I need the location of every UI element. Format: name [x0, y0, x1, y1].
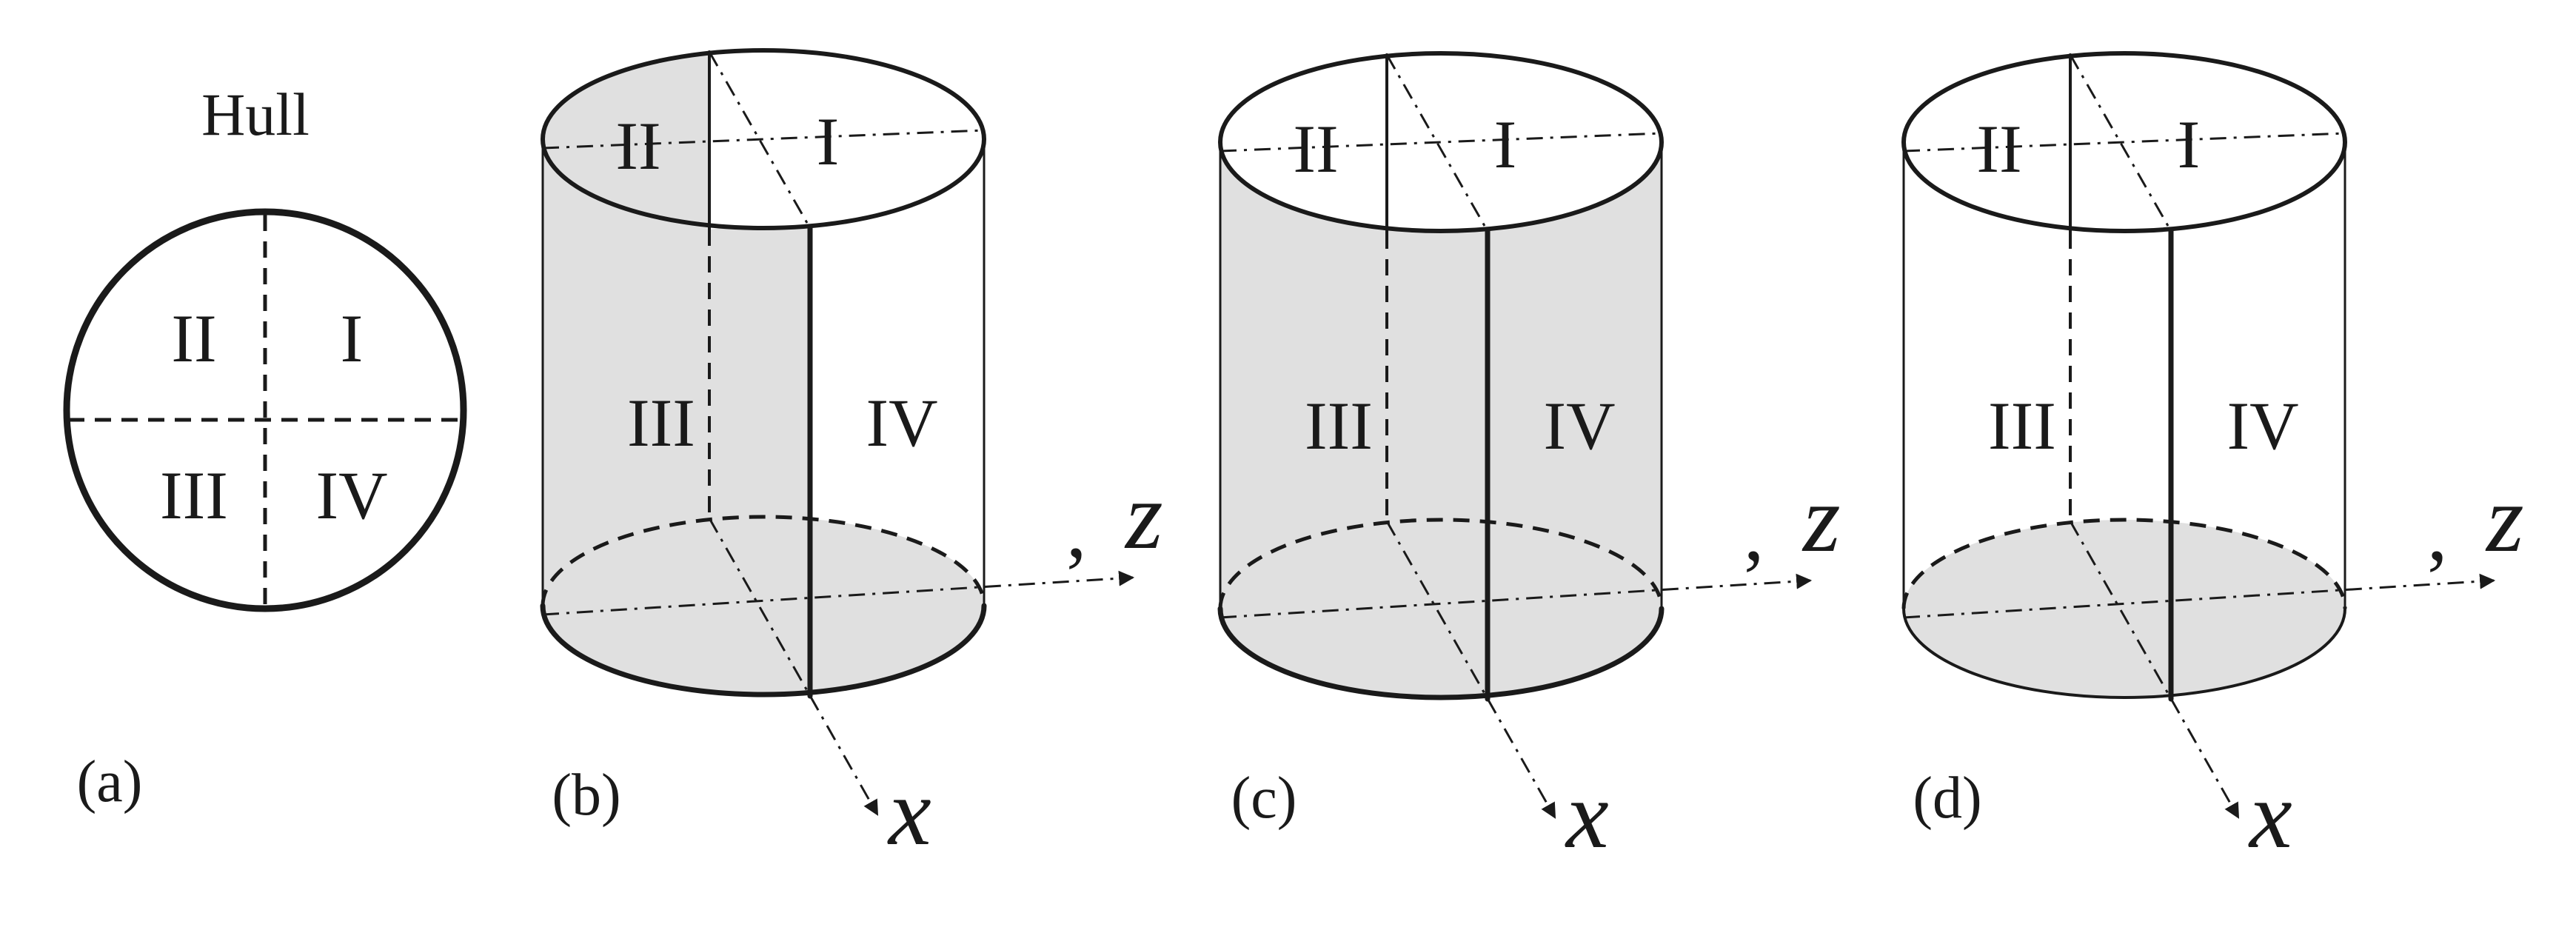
shaded-bottom — [1220, 520, 1662, 698]
quadrant-label-II: II — [1976, 111, 2021, 187]
panel-b: z , x II I III IV (b) — [540, 48, 1163, 866]
x-axis — [1385, 521, 1556, 819]
panel-c: z , x II I III IV (c) — [1217, 51, 1841, 869]
quadrant-label-IV: IV — [315, 458, 387, 533]
shaded-bottom — [543, 517, 984, 695]
x-axis-label: x — [887, 759, 931, 866]
x-axis — [2069, 521, 2240, 819]
quadrant-label-III: III — [1988, 388, 2056, 464]
panel-d: z , x II I III IV (d) — [1901, 51, 2524, 869]
top-ellipse — [1218, 51, 1664, 233]
z-axis-label: z — [1124, 463, 1163, 569]
top-axis-line — [542, 129, 985, 150]
shaded-bottom — [1904, 520, 2345, 698]
panel-label-b: (b) — [552, 763, 620, 828]
x-axis-label: x — [2248, 762, 2292, 869]
panel-label-d: (d) — [1913, 766, 1981, 831]
top-axis-line — [1903, 132, 2346, 153]
quadrant-label-IV: IV — [866, 385, 937, 461]
z-axis — [1220, 573, 1813, 619]
panel-label-c: (c) — [1231, 766, 1297, 831]
z-axis-prime: , — [2427, 487, 2448, 578]
z-axis — [1903, 573, 2496, 619]
z-axis — [542, 570, 1135, 616]
bottom-back-arc — [1218, 518, 1664, 609]
quadrant-label-IV: IV — [1543, 388, 1615, 464]
x-axis-label: x — [1565, 762, 1609, 869]
bottom-back-arc — [541, 515, 986, 606]
z-axis-prime: , — [1066, 484, 1087, 575]
quadrant-label-III: III — [160, 458, 228, 533]
z-axis-label: z — [1801, 466, 1841, 572]
bottom-front-arc — [1902, 607, 2346, 699]
quadrant-label-I: I — [2178, 107, 2201, 182]
quadrant-label-III: III — [1305, 388, 1373, 464]
quadrant-label-IV: IV — [2227, 388, 2298, 464]
bottom-front-arc — [1217, 606, 1665, 700]
quadrant-label-II: II — [171, 301, 216, 376]
x-axis — [708, 518, 879, 816]
quadrant-label-I: I — [1494, 107, 1517, 182]
bottom-front-arc — [540, 603, 987, 698]
hull-title: Hull — [201, 81, 310, 148]
z-axis-label: z — [2485, 466, 2524, 572]
bottom-back-arc — [1901, 518, 2347, 609]
quadrant-label-II: II — [615, 108, 660, 184]
quadrant-label-I: I — [341, 301, 364, 376]
hull-circle — [63, 208, 467, 612]
top-axis-line — [1220, 132, 1662, 153]
panel-a: Hull II I III IV (a) — [63, 81, 467, 814]
panel-label-a: (a) — [77, 749, 143, 814]
z-axis-prime: , — [1744, 487, 1764, 578]
quadrant-label-II: II — [1293, 111, 1338, 187]
quadrant-label-I: I — [817, 104, 840, 179]
quadrant-label-III: III — [627, 385, 695, 461]
top-ellipse — [1901, 51, 2347, 233]
